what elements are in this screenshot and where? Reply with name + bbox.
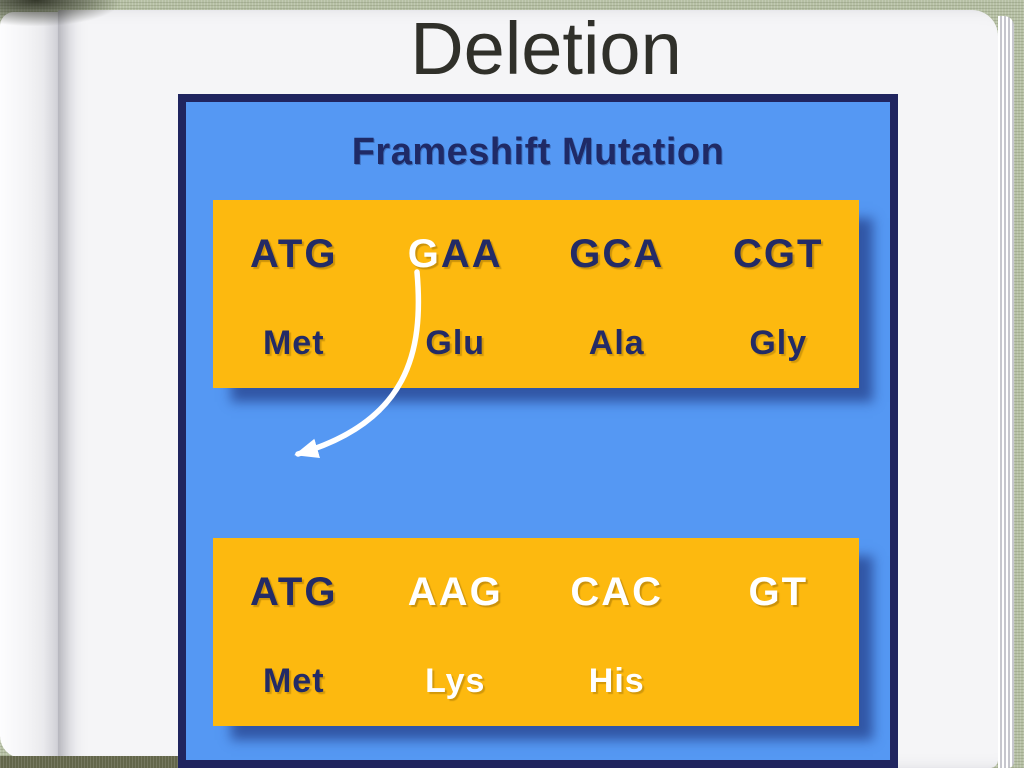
panel-heading: Frameshift Mutation (351, 131, 725, 173)
codon-row: ATG GAA GCA CGT (213, 232, 859, 277)
amino-acid-row: Met Lys His (213, 662, 859, 701)
codon-text: CGT (733, 232, 824, 276)
amino-acid-cell: Gly (698, 324, 860, 363)
codon-bar-mutated: ATG AAG CAC GT Met Lys His (213, 538, 859, 726)
amino-acid-text: Met (262, 662, 325, 700)
book-cover-bottom-edge (0, 756, 178, 768)
codon-cell: GT (698, 570, 860, 615)
amino-acid-cell: Ala (536, 324, 698, 363)
codon-cell: GAA (375, 232, 537, 277)
book-page-edges (998, 16, 1014, 768)
codon-cell: CAC (536, 570, 698, 615)
amino-acid-cell: Met (213, 324, 375, 363)
amino-acid-text: Lys (425, 662, 486, 700)
codon-cell: CGT (698, 232, 860, 277)
codon-row: ATG AAG CAC GT (213, 570, 859, 615)
amino-acid-cell (698, 662, 860, 701)
frameshift-panel: Frameshift Mutation ATG GAA GCA CGT Met … (178, 94, 898, 768)
amino-acid-text: Ala (588, 324, 645, 362)
codon-text-highlighted: AAG (407, 570, 503, 614)
codon-text-highlighted: GT (748, 570, 809, 614)
amino-acid-text: His (588, 662, 645, 700)
amino-acid-cell: His (536, 662, 698, 701)
amino-acid-text: Glu (425, 324, 486, 362)
amino-acid-text: Gly (749, 324, 808, 362)
book-page-curl (0, 12, 60, 758)
amino-acid-row: Met Glu Ala Gly (213, 324, 859, 363)
codon-cell: ATG (213, 232, 375, 277)
codon-cell: AAG (375, 570, 537, 615)
codon-text-highlighted: CAC (570, 570, 664, 614)
amino-acid-text: Met (262, 324, 325, 362)
codon-text-highlighted: G (407, 232, 441, 276)
slide-title: Deletion (410, 7, 682, 90)
amino-acid-cell: Met (213, 662, 375, 701)
amino-acid-cell: Lys (375, 662, 537, 701)
codon-text: AA (440, 232, 503, 276)
codon-cell: GCA (536, 232, 698, 277)
codon-text: GCA (569, 232, 665, 276)
codon-cell: ATG (213, 570, 375, 615)
page-corner-shadow (0, 0, 120, 26)
codon-text: ATG (250, 570, 338, 614)
codon-bar-original: ATG GAA GCA CGT Met Glu Ala Gly (213, 200, 859, 388)
codon-text: ATG (250, 232, 338, 276)
amino-acid-cell: Glu (375, 324, 537, 363)
